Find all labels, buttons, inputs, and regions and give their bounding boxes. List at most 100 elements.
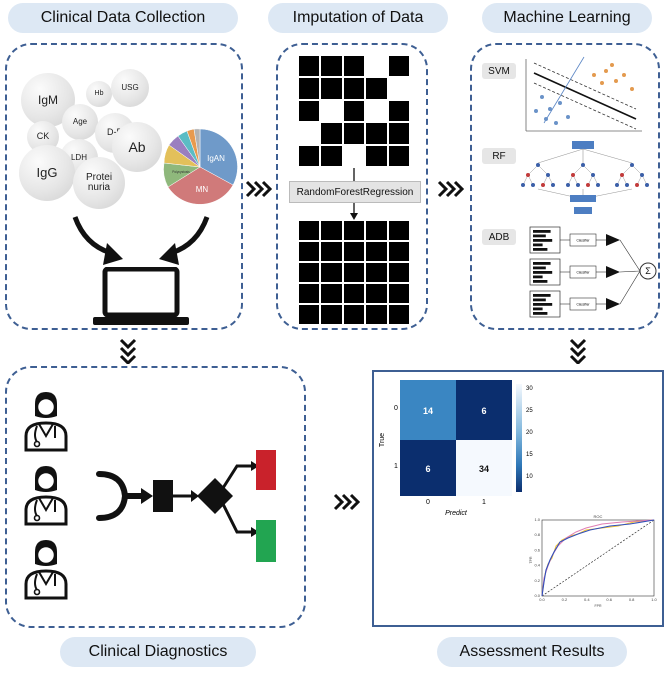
adb-weight-bar <box>533 271 553 274</box>
rf-tree-node <box>521 183 525 187</box>
grid-cell <box>366 100 387 122</box>
confusion-col-label-1: 1 <box>482 499 486 506</box>
grid-cell <box>299 78 320 99</box>
merge-arrowhead-icon <box>141 488 153 504</box>
roc-ytick-5: 1.0 <box>534 517 540 522</box>
rf-tree-edge <box>621 164 633 176</box>
grid-cell <box>299 221 320 240</box>
confusion-xlabel: Predict <box>445 510 468 517</box>
bubble-ab: Ab <box>112 122 162 172</box>
adb-classifier-label: Classifier <box>576 239 590 243</box>
rf-tree-node <box>551 183 555 187</box>
grid-cell <box>299 305 320 324</box>
grid-cell <box>343 263 365 282</box>
rf-tree-node <box>566 183 570 187</box>
sparse-data-grid <box>299 56 409 166</box>
grid-cell <box>321 145 342 166</box>
rf-tree-edge <box>527 164 539 176</box>
grid-cell <box>366 56 387 77</box>
rf-tree-node <box>630 163 634 167</box>
grid-cell <box>299 123 320 144</box>
arrow-to-complete-grid <box>350 203 358 220</box>
grid-cell <box>321 284 342 303</box>
panel-clinical-data-collection: IgM Hb USG Age CK D-D Ab LDH IgG Protei … <box>5 43 243 330</box>
grid-cell <box>321 56 342 77</box>
rf-tree-node <box>576 183 580 187</box>
adb-weight-bar <box>533 266 546 270</box>
adb-weight-bar <box>533 234 546 238</box>
doctor-icon-3 <box>24 538 68 600</box>
rf-tree-node <box>640 173 644 177</box>
grid-cell <box>299 100 320 122</box>
grid-cell <box>343 78 365 99</box>
bubble-hb: Hb <box>86 81 112 107</box>
grid-cell <box>343 56 365 77</box>
adb-connector <box>619 239 641 272</box>
rf-tree-node <box>645 183 649 187</box>
grid-cell <box>366 263 387 282</box>
pie-label-small: Polycystosis <box>172 170 190 174</box>
adb-weight-bar <box>533 312 548 315</box>
grid-cell <box>388 284 409 303</box>
grid-cell <box>388 78 409 99</box>
rf-tree-node <box>536 163 540 167</box>
confusion-colorbar <box>516 384 522 492</box>
pie-label-igan: IgAN <box>207 154 225 163</box>
confusion-row-label-0: 0 <box>394 405 398 412</box>
roc-xtick-4: 0.8 <box>629 597 635 602</box>
grid-cell <box>299 56 320 77</box>
grid-cell <box>299 284 320 303</box>
grid-cell <box>366 305 387 324</box>
grid-cell <box>321 263 342 282</box>
roc-xlabel: FPR <box>595 604 602 608</box>
confusion-value-1-1: 34 <box>479 464 489 474</box>
roc-title: ROC <box>594 514 603 519</box>
chevron-down-icon-left <box>119 338 137 364</box>
result-negative-block <box>256 520 276 562</box>
laptop-icon <box>93 267 189 325</box>
svg-text:Σ: Σ <box>645 266 651 276</box>
adb-weight-bar <box>533 294 551 297</box>
roc-curve-pink <box>541 519 655 597</box>
grid-cell <box>321 242 342 261</box>
merge-arrow-icon <box>96 471 146 521</box>
regression-method-box: RandomForestRegression <box>289 181 421 203</box>
rf-tree-edge <box>582 164 594 176</box>
roc-ytick-3: 0.6 <box>534 547 540 552</box>
grid-cell <box>343 305 365 324</box>
curved-arrow-left-icon <box>72 216 112 256</box>
adb-weight-bar <box>533 230 551 233</box>
rf-tree-node <box>571 173 575 177</box>
grid-cell <box>366 221 387 240</box>
panel-clinical-diagnostics <box>5 366 306 628</box>
rf-tree-node <box>541 183 545 187</box>
confusion-matrix: True 0 1 14 6 6 34 0 1 Predict 30 25 20 … <box>379 380 533 517</box>
roc-xtick-1: 0.2 <box>562 597 568 602</box>
adb-connector <box>619 270 641 305</box>
rf-tree-node <box>546 173 550 177</box>
confusion-value-0-1: 6 <box>481 406 486 416</box>
title-clinical-diagnostics: Clinical Diagnostics <box>60 637 256 667</box>
rf-tree-node <box>531 183 535 187</box>
title-imputation-of-data: Imputation of Data <box>268 3 448 33</box>
bubble-igg: IgG <box>19 145 75 201</box>
confusion-cell-0-1 <box>456 380 512 440</box>
rf-tree-edge <box>537 164 549 176</box>
grid-cell <box>366 145 387 166</box>
adb-weight-bar <box>533 262 551 265</box>
result-positive-block <box>256 450 276 490</box>
grid-cell <box>299 145 320 166</box>
rf-tree-node <box>615 183 619 187</box>
adb-weight-bar <box>533 275 543 279</box>
title-clinical-data-collection: Clinical Data Collection <box>8 3 238 33</box>
decision-block-icon <box>153 480 173 512</box>
panel-imputation: RandomForestRegression <box>276 43 428 330</box>
grid-cell <box>343 242 365 261</box>
colorbar-tick-25: 25 <box>526 408 533 414</box>
roc-xtick-0: 0.0 <box>539 597 545 602</box>
random-forest-illustration <box>521 141 649 214</box>
grid-cell <box>388 56 409 77</box>
colorbar-tick-30: 30 <box>526 386 533 392</box>
confusion-value-0-0: 14 <box>423 406 433 416</box>
